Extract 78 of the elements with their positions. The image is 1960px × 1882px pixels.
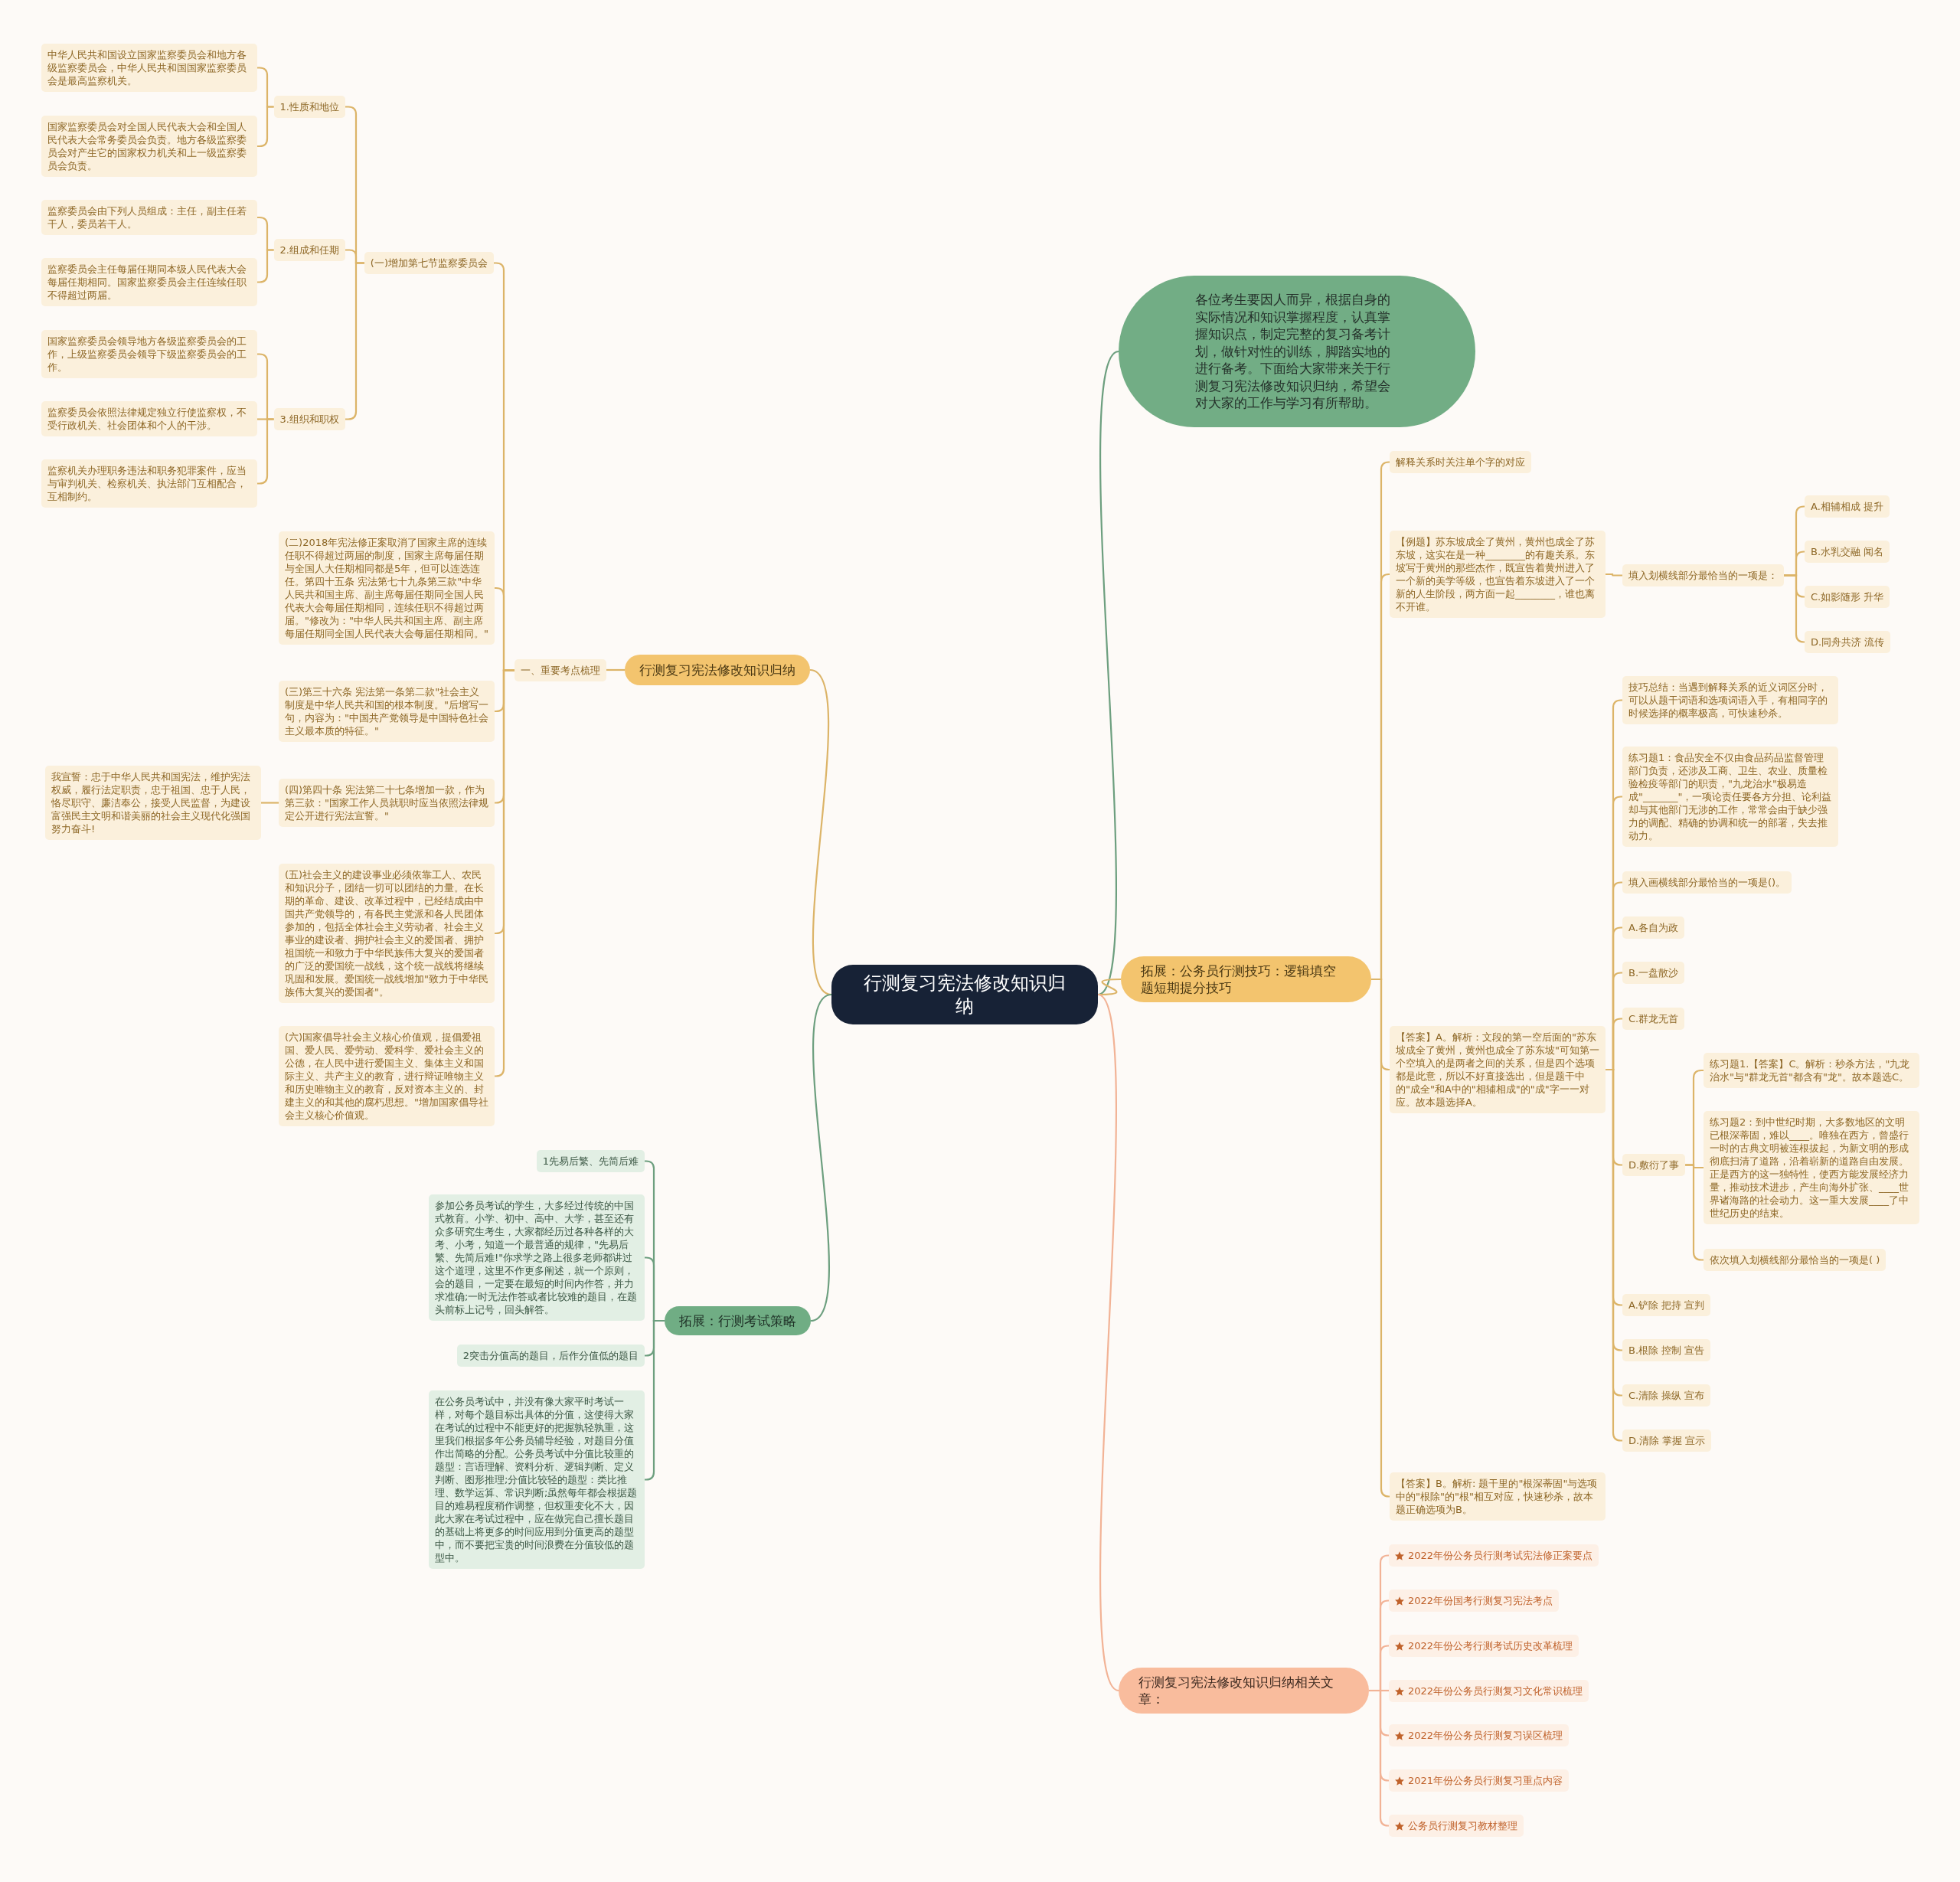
article-item (1389, 1590, 1560, 1612)
subtopic: (一)增加第七节监察委员会 (364, 252, 494, 274)
subtopic: (五)社会主义的建设事业必须依靠工人、农民和知识分子，团结一切可以团结的力量。在长期的革命、建设、改革过程中，已经结成由中国共产党领导的，有各民主党派和各人民团体参加的，包括全体社会主义劳动者、社会主义事业的建设者、拥护社会主义的爱国者、拥护祖国统一和致力于中华民族伟大复兴的爱国者的广泛的爱国统一战线，这个统一战线将继续巩固和发展。爱国统一战线增加"致力于中华民族伟大复兴的爱国者"。 (279, 864, 495, 1003)
subtopic: 3.组织和职权 (273, 408, 345, 430)
connector-line (1097, 994, 1119, 1691)
connector-line (261, 802, 279, 804)
article-title: 2022年份公务员行测复习误区梳理 (1408, 1729, 1563, 1742)
subtopic: 填入划横线部分最恰当的一项是： (1622, 564, 1784, 586)
article-item (1389, 1635, 1579, 1657)
subtopic: 监察机关办理职务违法和职务犯罪案件，应当与审判机关、检察机关、执法部门互相配合，互相制约。 (41, 459, 257, 508)
subtopic: 解释关系时关注单个字的对应 (1390, 451, 1531, 473)
subtopic: C.如影随形 升华 (1805, 586, 1890, 608)
connector-line (257, 249, 274, 283)
subtopic: 国家监察委员会对全国人民代表大会和全国人民代表大会常务委员会负责。地方各级监察委员会对产生它的国家权力机关和上一级监察委员会负责。 (41, 116, 257, 177)
subtopic: A.铲除 把持 宣判 (1622, 1294, 1711, 1316)
subtopic: B.根除 控制 宣告 (1622, 1339, 1711, 1361)
subtopic: 监察委员会主任每届任期同本级人民代表大会每届任期相同。国家监察委员会主任连续任职不得超过两届。 (41, 258, 257, 306)
subtopic: D.同舟共济 流传 (1805, 631, 1891, 653)
central-topic: 行测复习宪法修改知识归纳 (831, 965, 1098, 1024)
subtopic: 我宣誓：忠于中华人民共和国宪法，维护宪法权威，履行法定职责，忠于祖国、忠于人民，恪尽职守、廉洁奉公，接受人民监督，为建设富强民主文明和谐美丽的社会主义现代化强国努力奋斗! (45, 766, 261, 840)
subtopic: 练习题1.【答案】C。解析：秒杀方法，"九龙治水"与"群龙无首"都含有"龙"。故本题选C。 (1704, 1053, 1919, 1088)
subtopic: 练习题1：食品安全不仅由食品药品监督管理部门负责，还涉及工商、卫生、农业、质量检验检疫等部门的职责，"九龙治水"极易造成"_______"，一项论责任要各方分担、论利益却与其他部门无涉的工作，常常会由于缺少强力的调配、精确的协调和统一的部署，失去推动力。 (1622, 747, 1838, 847)
article-title: 公务员行测复习教材整理 (1408, 1819, 1517, 1832)
subtopic: 国家监察委员会领导地方各级监察委员会的工作，上级监察委员会领导下级监察委员会的工作。 (41, 330, 257, 378)
subtopic: 1先易后繁、先简后难 (536, 1150, 645, 1172)
subtopic: (三)第三十六条 宪法第一条第二款"社会主义制度是中华人民共和国的根本制度。"后增写一句，内容为："中国共产党领导是中国特色社会主义最本质的特征。" (279, 681, 495, 742)
article-item (1389, 1724, 1570, 1746)
main-topic: 行测复习宪法修改知识归纳相关文章： (1119, 1668, 1369, 1714)
connector-line (345, 262, 364, 420)
subtopic: 依次填入划横线部分最恰当的一项是( ) (1704, 1249, 1886, 1271)
article-item (1389, 1544, 1599, 1567)
connector-line (257, 106, 274, 148)
subtopic: 【答案】B。解析: 题干里的"根深蒂固"与选项中的"根除"的"根"相互对应，快速秒杀，故本题正确选项为B。 (1390, 1472, 1606, 1521)
subtopic: D.清除 掌握 宣示 (1622, 1429, 1712, 1452)
subtopic: 练习题2：到中世纪时期，大多数地区的文明已根深蒂固，难以____。唯独在西方，曾盛行一时的古典文明被连根拔起，为新文明的形成彻底扫清了道路，沿着崭新的道路自由发展。正是西方的这一独特性，使西方能发展经济力量，推动技术进步，产生向海外扩张、____世界诸海路的社会动力。这一重大发展____了中世纪历史的结束。 (1704, 1111, 1919, 1224)
connector-line (1369, 1689, 1390, 1827)
subtopic: 参加公务员考试的学生，大多经过传统的中国式教育。小学、初中、高中、大学，甚至还有众多研究生考生，大家都经历过各种各样的大考、小考，知道一个最普通的规律，"先易后繁、先简后难!"你求学之路上很多老师都讲过这个道理，这里不作更多阐述，就一个原则，会的题目，一定要在最短的时间内作答，并力求准确;一时无法作答或者比较难的题目，在题头前标上记号，回头解答。 (429, 1194, 645, 1321)
subtopic: 填入画横线部分最恰当的一项是()。 (1622, 871, 1792, 894)
subtopic: 2.组成和任期 (273, 239, 345, 261)
subtopic: B.一盘散沙 (1622, 962, 1685, 984)
main-topic: 行测复习宪法修改知识归纳 (625, 655, 810, 685)
article-item (1389, 1769, 1570, 1792)
subtopic: 【例题】苏东坡成全了黄州，黄州也成全了苏东坡，这实在是一种________的有趣关系。东坡写于黄州的那些杰作，既宣告着黄州进入了一个新的美学等级，也宣告着东坡进入了一个新的人生阶段，两方面一起________，谁也离不开谁。 (1390, 531, 1606, 618)
subtopic: C.清除 操纵 宣布 (1622, 1384, 1711, 1407)
subtopic: 2突击分值高的题目，后作分值低的题目 (456, 1345, 645, 1367)
subtopic: 在公务员考试中，并没有像大家平时考试一样，对每个题目标出具体的分值，这使得大家在考试的过程中不能更好的把握孰轻孰重，这里我们根据多年公务员辅导经验，对题目分值作出简略的分配。公务员考试中分值比较重的题型：言语理解、资料分析、逻辑判断、定义判断、图形推理;分值比较轻的题型：类比推理、数学运算、常识判断;虽然每年都会根据题目的难易程度稍作调整，但权重变化不大，因此大家在考试过程中，应在做完自己擅长题目的基础上将更多的时间应用到分值更高的题型中，而不要把宝贵的时间浪费在分值较低的题型中。 (429, 1390, 645, 1569)
article-title: 2022年份公务员行测复习文化常识梳理 (1408, 1684, 1583, 1697)
intro-bubble: 各位考生要因人而异，根据自身的实际情况和知识掌握程度，认真掌握知识点，制定完整的复习备考计划，做针对性的训练，脚踏实地的进行备考。下面给大家带来关于行测复习宪法修改知识归纳，希望会对大家的工作与学习有所帮助。 (1119, 276, 1475, 427)
subtopic: 监察委员会依照法律规定独立行使监察权，不受行政机关、社会团体和个人的干涉。 (41, 401, 257, 436)
connector-line (606, 668, 625, 671)
subtopic: (四)第四十条 宪法第二十七条增加一款，作为第三款："国家工作人员就职时应当依照法律规定公开进行宪法宣誓。" (279, 779, 495, 827)
subtopic: A.各自为政 (1622, 916, 1684, 939)
connector-line (1097, 351, 1119, 995)
article-title: 2022年份公考行测考试历史改革梳理 (1408, 1639, 1573, 1652)
article-title: 2021年份公务员行测复习重点内容 (1408, 1774, 1563, 1787)
subtopic: (六)国家倡导社会主义核心价值观，提倡爱祖国、爱人民、爱劳动、爱科学、爱社会主义的公德，在人民中进行爱国主义、集体主义和国际主义、共产主义的教育，进行辩证唯物主义和历史唯物主义的教育，反对资本主义的、封建主义的和其他的腐朽思想。"增加国家倡导社会主义核心价值观。 (279, 1026, 495, 1126)
article-title: 2022年份公务员行测考试宪法修正案要点 (1408, 1549, 1593, 1562)
main-topic: 拓展：行测考试策略 (665, 1306, 811, 1335)
subtopic: C.群龙无首 (1622, 1008, 1685, 1030)
subtopic: B.水乳交融 闻名 (1805, 541, 1890, 563)
subtopic: 1.性质和地位 (273, 96, 345, 118)
article-title: 2022年份国考行测复习宪法考点 (1408, 1594, 1553, 1607)
main-topic: 拓展：公务员行测技巧：逻辑填空题短期提分技巧 (1121, 956, 1371, 1002)
subtopic: A.相辅相成 提升 (1805, 495, 1890, 518)
subtopic: 中华人民共和国设立国家监察委员会和地方各级监察委员会，中华人民共和国国家监察委员会是最高监察机关。 (41, 44, 257, 92)
subtopic: D.敷衍了事 (1622, 1154, 1686, 1176)
article-item (1389, 1680, 1589, 1702)
connector-line (1685, 1164, 1704, 1261)
subtopic: 监察委员会由下列人员组成：主任，副主任若干人，委员若干人。 (41, 200, 257, 235)
subtopic: 【答案】A。解析：文段的第一空后面的"苏东坡成全了黄州，黄州也成全了苏东坡"可知第一个空填入的是两者之间的关系，但是四个选项都是此意，所以不好直接选出，但是题干中的"成全"和A中的"相辅相成"的"成"字一一对应。故本题选择A。 (1390, 1026, 1606, 1113)
article-item (1389, 1815, 1524, 1837)
connector-line (257, 418, 274, 485)
subtopic: 技巧总结：当遇到解释关系的近义词区分时，可以从题干词语和选项词语入手，有相同字的时候选择的概率极高，可快速秒杀。 (1622, 676, 1838, 724)
connector-line (810, 994, 832, 1322)
connector-line (1784, 574, 1805, 643)
subtopic: (二)2018年宪法修正案取消了国家主席的连续任职不得超过两届的制度，国家主席每届任期与全国人大任期相同都是5年，但可以连选连任。第四十五条 宪法第七十九条第三款"中华人民共和国主席、副主席每届任期同全国人民代表大会每届任期相同，连续任职不得超过两届。"修改为："中华人民共和国主席、副主席每届任期同全国人民代表大会每届任期相同。" (279, 531, 495, 645)
connector-line (1606, 573, 1622, 577)
subtopic: 一、重要考点梳理 (514, 659, 606, 681)
